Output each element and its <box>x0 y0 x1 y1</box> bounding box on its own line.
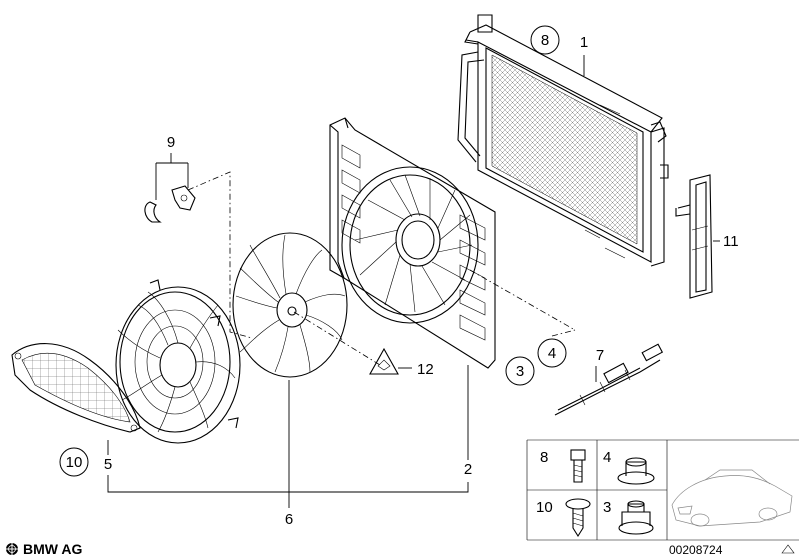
callout-circle-8 <box>530 25 560 55</box>
doc-id: 00208724 <box>669 543 723 557</box>
collar-nut-icon <box>617 457 655 485</box>
callout-circle-4 <box>537 338 567 368</box>
bmw-logo <box>6 543 18 555</box>
callout-9: 9 <box>167 134 175 151</box>
legend-8: 8 <box>540 449 548 466</box>
callout-6: 6 <box>285 511 293 528</box>
brand-label: BMW AG <box>23 541 82 557</box>
leader-lines <box>107 55 720 508</box>
callout-8: 8 <box>541 32 549 49</box>
fan-shroud <box>329 117 496 369</box>
legend-4: 4 <box>603 449 611 466</box>
side-bracket <box>675 174 713 299</box>
hex-nut-icon <box>618 500 654 535</box>
callout-5: 5 <box>104 456 112 473</box>
screw-icon <box>565 498 591 538</box>
legend-10: 10 <box>536 499 553 516</box>
callout-1: 1 <box>580 34 588 51</box>
car-thumbnail <box>671 469 793 527</box>
warning-label <box>369 347 399 375</box>
hardware-legend: 8 4 10 3 <box>526 439 799 541</box>
callout-2: 2 <box>464 461 472 478</box>
callout-3: 3 <box>516 363 524 380</box>
assembly-lines <box>187 171 576 366</box>
legend-3: 3 <box>603 499 611 516</box>
fan-guard <box>115 279 241 444</box>
callout-12: 12 <box>417 361 434 378</box>
callout-circle-3 <box>505 356 535 386</box>
clip-parts <box>144 185 196 223</box>
mesh-cover <box>11 343 141 433</box>
bolt-icon <box>570 449 586 483</box>
radiator <box>457 14 669 267</box>
callout-circle-10 <box>59 447 89 477</box>
callout-4: 4 <box>548 345 556 362</box>
callout-10: 10 <box>66 454 83 471</box>
fan-impeller <box>232 232 348 378</box>
wiring-harness <box>554 343 664 416</box>
triangle-icon <box>781 544 795 554</box>
callout-11: 11 <box>723 233 739 250</box>
callout-7: 7 <box>596 347 604 364</box>
